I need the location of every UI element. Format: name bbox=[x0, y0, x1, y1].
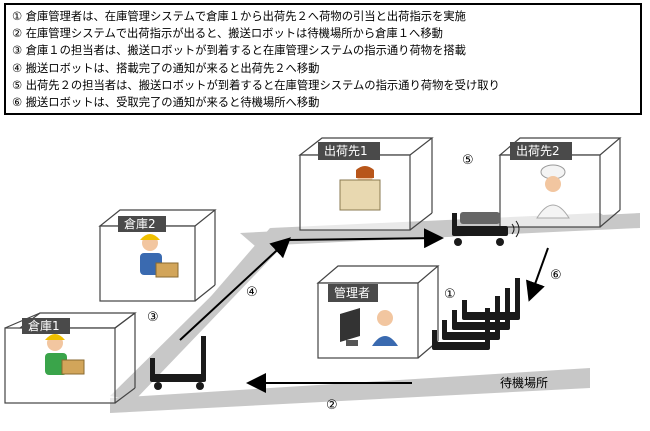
manager-label-bg bbox=[328, 284, 378, 302]
destination1-label-bg bbox=[318, 142, 380, 160]
marker-4: ④ bbox=[246, 285, 258, 300]
manager-computer-icon bbox=[340, 308, 398, 346]
destination2-label: 出荷先2 bbox=[516, 144, 560, 158]
chef-icon bbox=[536, 164, 570, 219]
destination2-label-bg bbox=[510, 142, 572, 160]
worker-icon bbox=[140, 234, 179, 278]
step-4: ④ 搬送ロボットは、搭載完了の通知が来ると出荷先２へ移動 bbox=[12, 61, 320, 75]
destination1-label: 出荷先1 bbox=[324, 144, 368, 158]
step-2: ② 在庫管理システムで出荷指示が出ると、搬送ロボットは待機場所から倉庫１へ移動 bbox=[12, 27, 443, 41]
warehouse1-label: 倉庫1 bbox=[28, 318, 60, 333]
arrow-step4-b bbox=[287, 228, 444, 249]
marker-1: ① bbox=[444, 287, 456, 302]
robot-at-destination2 bbox=[452, 212, 520, 246]
step-3: ③ 倉庫１の担当者は、搬送ロボットが到着すると在庫管理システムの指示通り荷物を搭… bbox=[12, 44, 466, 58]
marker-5: ⑤ bbox=[462, 153, 474, 168]
reader-icon bbox=[339, 166, 381, 211]
marker-3: ③ bbox=[147, 310, 159, 325]
warehouse1-label-bg bbox=[22, 318, 70, 334]
robot-at-warehouse1 bbox=[150, 336, 206, 390]
warehouse2-label: 倉庫2 bbox=[124, 216, 156, 231]
waiting-area-label: 待機場所 bbox=[500, 375, 548, 390]
step-1: ① 倉庫管理者は、在庫管理システムで倉庫１から出荷先２へ荷物の引当と出荷指示を実… bbox=[12, 10, 466, 23]
marker-6: ⑥ bbox=[550, 268, 562, 283]
arrow-step4-a bbox=[179, 237, 291, 341]
arrow-step6 bbox=[526, 247, 549, 302]
steps-list: ① 倉庫管理者は、在庫管理システムで倉庫１から出荷先２へ荷物の引当と出荷指示を実… bbox=[4, 3, 642, 115]
step-5: ⑤ 出荷先２の担当者は、搬送ロボットが到着すると在庫管理システムの指示通り荷物を… bbox=[12, 78, 500, 92]
marker-2: ② bbox=[326, 398, 338, 413]
logistics-diagram: 倉庫1 倉庫2 出荷先1 出荷先2 bbox=[4, 137, 640, 413]
robots-waiting bbox=[432, 278, 520, 350]
warehouse2-label-bg bbox=[118, 216, 166, 232]
manager-label: 管理者 bbox=[334, 285, 370, 300]
worker-icon bbox=[45, 334, 85, 375]
step-6: ⑥ 搬送ロボットは、受取完了の通知が来ると待機場所へ移動 bbox=[12, 96, 320, 110]
